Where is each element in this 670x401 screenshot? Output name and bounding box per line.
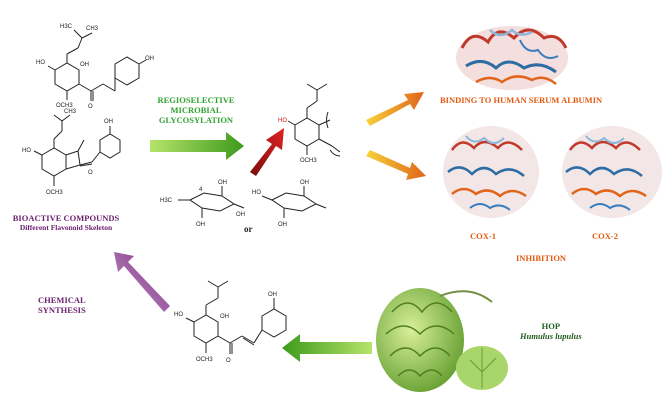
- glycosylation-label: REGIOSELECTIVE MICROBIAL GLYCOSYLATION: [148, 95, 244, 125]
- svg-text:HO: HO: [36, 60, 45, 66]
- svg-text:O: O: [88, 170, 93, 176]
- chemical-synthesis-line-2: SYNTHESIS: [38, 304, 86, 315]
- binding-label: BINDING TO HUMAN SERUM ALBUMIN: [440, 95, 603, 105]
- glycosylation-line-1: REGIOSELECTIVE: [157, 95, 235, 105]
- or-label: or: [244, 224, 253, 234]
- orange-arrow-cox: [366, 150, 426, 180]
- hop-title: HOP: [541, 321, 561, 331]
- svg-text:HO: HO: [252, 190, 261, 196]
- svg-text:OH: OH: [278, 222, 287, 228]
- sugar-right-labels: OH OH HO: [252, 180, 309, 228]
- dihydrochalcone-structure: [47, 29, 147, 101]
- green-arrow-glycosylation: [150, 132, 244, 160]
- svg-text:CH3: CH3: [86, 26, 99, 32]
- cox2-protein-image: [562, 126, 662, 218]
- svg-text:OH: OH: [104, 119, 113, 125]
- red-arrow-product: [250, 128, 284, 176]
- sugar-ring-right: [261, 186, 327, 218]
- glycosylated-product-structure: [287, 83, 341, 157]
- bioactive-compounds-label: BIOACTIVE COMPOUNDS Different Flavonoid …: [6, 213, 126, 232]
- sugar-ring-left: [178, 186, 245, 218]
- cox2-label: COX-2: [592, 231, 618, 241]
- inhibition-label: INHIBITION: [516, 253, 567, 263]
- svg-text:OCH3: OCH3: [56, 103, 73, 109]
- svg-text:OH: OH: [300, 180, 309, 186]
- svg-text:HO: HO: [174, 312, 183, 318]
- orange-arrow-albumin: [366, 92, 424, 126]
- svg-text:O: O: [88, 104, 93, 110]
- chemical-synthesis-label: CHEMICAL SYNTHESIS: [38, 295, 86, 316]
- cox1-protein-image: [443, 126, 539, 218]
- svg-text:OCH3: OCH3: [196, 357, 213, 363]
- bioactive-title: BIOACTIVE COMPOUNDS: [12, 213, 120, 223]
- svg-text:OH: OH: [220, 314, 229, 320]
- svg-text:OH: OH: [196, 222, 205, 228]
- chemical-synthesis-line-1: CHEMICAL: [38, 295, 86, 305]
- dihydrochalcone-atom-labels: CH3 H3C HO OH O OH OCH3: [36, 24, 154, 110]
- hop-species: Humulus lupulus: [520, 330, 582, 341]
- cox1-label: COX-1: [470, 231, 496, 241]
- svg-text:4: 4: [199, 187, 203, 193]
- svg-text:HO: HO: [22, 148, 31, 154]
- purple-arrow-synthesis: [114, 252, 170, 312]
- glycosylation-line-3: GLYCOSYLATION: [158, 114, 234, 125]
- hop-label: HOP Humulus lupulus: [520, 321, 582, 342]
- svg-text:OH: OH: [268, 292, 277, 298]
- xanthohumol-atom-labels: HO OH O OH OCH3: [174, 292, 277, 364]
- bioactive-subtitle: Different Flavonoid Skeleton: [19, 222, 113, 232]
- aurone-atom-labels: HO O OH OCH3 CH3: [22, 109, 113, 196]
- svg-text:O: O: [226, 358, 231, 364]
- svg-text:HO: HO: [278, 118, 287, 124]
- green-arrow-hop: [282, 334, 372, 362]
- svg-text:H3C: H3C: [60, 24, 73, 30]
- svg-text:OCH3: OCH3: [300, 158, 317, 164]
- hop-cone-image: [376, 288, 508, 392]
- aurone-structure: [33, 114, 121, 186]
- svg-text:OH: OH: [145, 56, 154, 62]
- xanthohumol-structure: [185, 280, 287, 354]
- svg-text:CH3: CH3: [64, 109, 77, 115]
- svg-text:OCH3: OCH3: [46, 190, 63, 196]
- sugar-left-labels: H3C 4 OH OH OH: [160, 180, 245, 228]
- svg-text:OH: OH: [80, 62, 89, 68]
- glycosylation-line-2: MICROBIAL: [170, 104, 222, 115]
- svg-text:OH: OH: [236, 212, 245, 218]
- product-atom-labels: HO OCH3: [278, 118, 317, 164]
- svg-text:H3C: H3C: [160, 198, 173, 204]
- svg-text:OH: OH: [218, 180, 227, 186]
- albumin-protein-image: [456, 26, 568, 90]
